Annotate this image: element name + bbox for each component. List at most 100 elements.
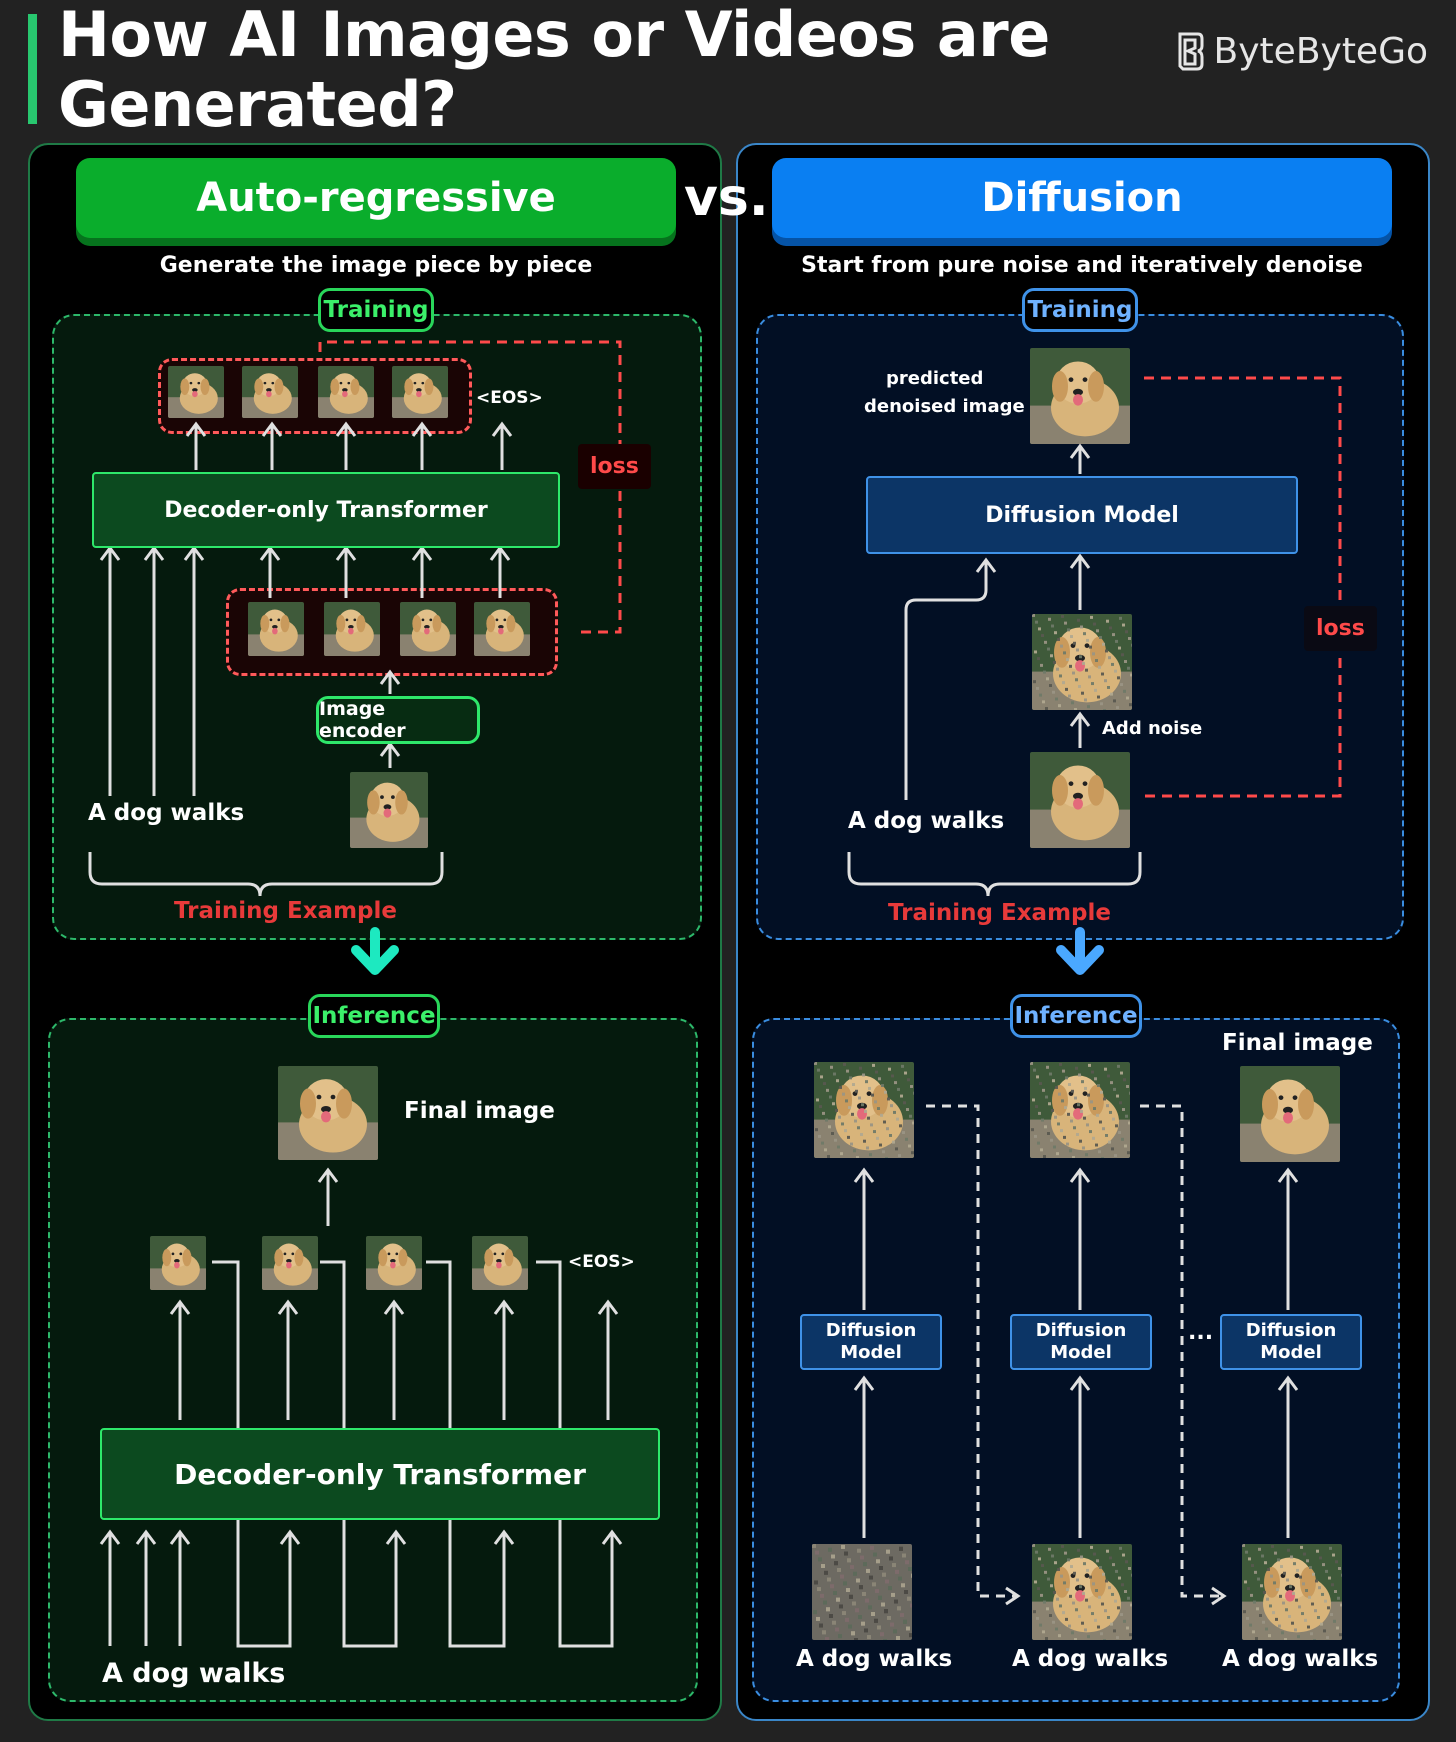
diff-step3-model: Diffusion Model xyxy=(1220,1314,1362,1370)
title-accent-bar xyxy=(28,14,37,124)
diff-inf-in-arrow-2 xyxy=(1069,1375,1091,1538)
ar-output-token-4 xyxy=(392,366,448,418)
diff-step1-model: Diffusion Model xyxy=(800,1314,942,1370)
diff-step1-link xyxy=(926,1104,1016,1598)
diff-model-label: Diffusion Model xyxy=(985,502,1179,528)
ar-in-arrow-3 xyxy=(411,545,433,598)
diff-inf-out-arrow-2 xyxy=(1069,1167,1091,1310)
ar-training-image xyxy=(350,772,428,848)
ar-training-example: Training Example xyxy=(174,898,397,924)
ar-inf-token-3 xyxy=(366,1236,422,1290)
diff-add-noise-label: Add noise xyxy=(1102,718,1203,739)
ar-loop-2 xyxy=(320,1260,407,1648)
page-title: How AI Images or Videos are Generated? xyxy=(58,0,1050,141)
ar-inf-token-2 xyxy=(262,1236,318,1290)
ar-image-encoder: Image encoder xyxy=(316,696,480,744)
vs-label: vs. xyxy=(684,168,769,228)
ar-output-token-1 xyxy=(168,366,224,418)
ar-training-brace xyxy=(88,852,444,897)
ar-prompt: A dog walks xyxy=(88,800,245,826)
diff-noisy-in-arrow xyxy=(1069,553,1091,610)
ar-out-arrow-4 xyxy=(411,421,433,470)
ar-inf-decoder-label: Decoder-only Transformer xyxy=(174,1457,586,1491)
ar-input-token-3 xyxy=(400,602,456,656)
diff-inf-in-arrow-1 xyxy=(853,1375,875,1538)
ar-in-arrow-1 xyxy=(259,545,281,598)
diff-ellipsis: ... xyxy=(1188,1320,1214,1345)
ar-final-arrow xyxy=(317,1167,339,1226)
ar-inf-token-1 xyxy=(150,1236,206,1290)
ar-out-arrow-2 xyxy=(261,421,283,470)
ar-inf-token-4 xyxy=(472,1236,528,1290)
diff-training-example: Training Example xyxy=(888,900,1111,926)
diff-denoised-label: denoised image xyxy=(864,396,1025,417)
diff-add-noise-arrow xyxy=(1069,711,1091,748)
ar-input-token-2 xyxy=(324,602,380,656)
ar-decoder-label: Decoder-only Transformer xyxy=(164,497,488,523)
diff-training-tag: Training xyxy=(1022,288,1138,332)
ar-inf-out-arrow-5 xyxy=(597,1299,619,1420)
ar-loop-3 xyxy=(426,1260,515,1648)
ar-prompt-arrow-3 xyxy=(183,545,205,796)
brand-logo-icon xyxy=(1178,32,1204,71)
ar-inf-prompt-arrow-1 xyxy=(99,1529,121,1646)
ar-inference-tag: Inference xyxy=(308,994,440,1038)
ar-inf-prompt-arrow-2 xyxy=(135,1529,157,1646)
diff-model-box: Diffusion Model xyxy=(866,476,1298,554)
diff-inf-out-arrow-3 xyxy=(1277,1167,1299,1310)
diff-step2-link xyxy=(1140,1104,1222,1598)
diff-step3-prompt: A dog walks xyxy=(1222,1646,1379,1672)
diff-step1-prompt: A dog walks xyxy=(796,1646,953,1672)
ar-inf-out-arrow-2 xyxy=(277,1299,299,1420)
diff-inference-tag: Inference xyxy=(1010,994,1142,1038)
ar-prompt-arrow-1 xyxy=(99,545,121,796)
diff-step2-prompt: A dog walks xyxy=(1012,1646,1169,1672)
diff-final-image-label: Final image xyxy=(1222,1030,1373,1056)
diff-prompt: A dog walks xyxy=(848,808,1005,834)
ar-image-arrow xyxy=(379,741,401,768)
diff-inf-out-arrow-1 xyxy=(853,1167,875,1310)
ar-loop-1 xyxy=(212,1260,301,1648)
ar-out-arrow-3 xyxy=(335,421,357,470)
diff-predicted-label: predicted xyxy=(886,368,984,389)
ar-inf-out-arrow-1 xyxy=(169,1299,191,1420)
ar-inf-out-arrow-3 xyxy=(383,1299,405,1420)
diff-final-image xyxy=(1240,1066,1340,1162)
ar-final-image-label: Final image xyxy=(404,1098,555,1124)
ar-input-token-1 xyxy=(248,602,304,656)
diff-predicted-image xyxy=(1030,348,1130,444)
diff-step3-input xyxy=(1242,1544,1342,1640)
autoregressive-subtitle: Generate the image piece by piece xyxy=(159,253,593,278)
ar-out-arrow-5 xyxy=(491,421,513,470)
ar-loss-label: loss xyxy=(578,444,651,489)
ar-inf-out-arrow-4 xyxy=(493,1299,515,1420)
ar-loop-4 xyxy=(536,1260,623,1648)
ar-loss-line xyxy=(318,340,622,634)
autoregressive-header: Auto-regressive xyxy=(76,158,676,238)
brand-name: ByteByteGo xyxy=(1213,30,1428,72)
ar-in-arrow-4 xyxy=(489,545,511,598)
ar-inf-eos: <EOS> xyxy=(568,1252,635,1272)
ar-in-arrow-2 xyxy=(335,545,357,598)
diff-step2-model: Diffusion Model xyxy=(1010,1314,1152,1370)
diff-step1-output xyxy=(814,1062,914,1158)
ar-final-image xyxy=(278,1066,378,1160)
ar-prompt-arrow-2 xyxy=(143,545,165,796)
diff-down-arrow xyxy=(1056,927,1104,975)
diffusion-subtitle: Start from pure noise and iteratively de… xyxy=(801,253,1363,278)
ar-down-arrow xyxy=(351,927,399,975)
ar-out-arrow-1 xyxy=(185,421,207,470)
ar-output-token-3 xyxy=(318,366,374,418)
diff-noisy-image xyxy=(1032,614,1132,710)
ar-inf-decoder-box: Decoder-only Transformer xyxy=(100,1428,660,1520)
ar-decoder-box: Decoder-only Transformer xyxy=(92,472,560,548)
brand: ByteByteGo xyxy=(1174,30,1428,72)
diff-model-out-arrow xyxy=(1069,443,1091,474)
ar-inf-prompt-arrow-3 xyxy=(169,1529,191,1646)
diff-clean-image xyxy=(1030,752,1130,848)
diff-training-brace xyxy=(847,852,1142,897)
ar-training-tag: Training xyxy=(318,288,434,332)
diffusion-header: Diffusion xyxy=(772,158,1392,238)
diff-step1-input xyxy=(812,1544,912,1640)
ar-encoder-arrow xyxy=(379,669,401,694)
